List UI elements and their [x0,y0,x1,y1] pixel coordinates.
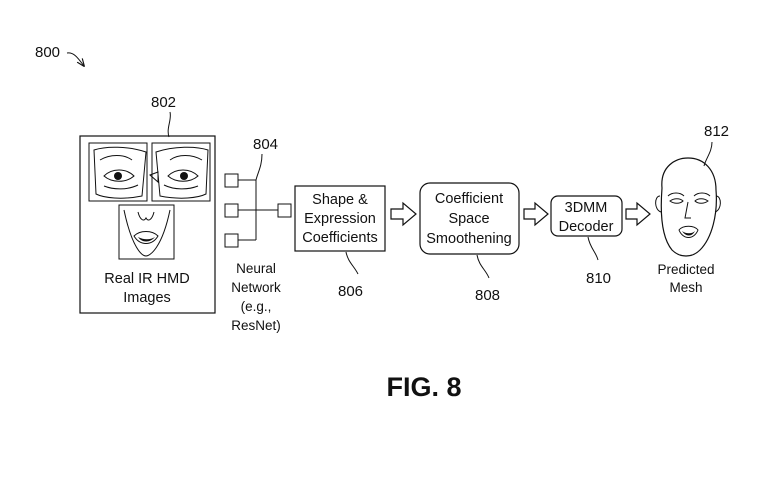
arrow-right-icon [625,201,651,227]
coefficients-box [294,185,386,252]
decoder-line1: 3DMM [565,200,608,216]
smoothing-line1: Coefficient [435,191,503,207]
images-ref-label: 802 [151,94,176,111]
figure-number-leader [66,52,84,66]
mesh-ref-leader [703,141,713,167]
decoder-box [550,195,623,237]
coefficients-line1: Shape & [312,192,368,208]
smoothing-line2: Space [448,211,489,227]
images-ref-leader [167,111,171,138]
network-input-node-2 [224,203,239,218]
mouth-image-icon [118,204,175,260]
network-output-node [277,203,292,218]
arrow-right-icon [390,201,417,227]
images-caption-line2: Images [123,290,171,306]
eye-left-image-icon [88,142,148,202]
coefficients-line3: Coefficients [302,230,378,246]
mesh-ref-label: 812 [704,123,729,140]
network-connectors [238,179,278,241]
network-input-node-1 [224,173,239,188]
network-label-line3: (e.g., [241,299,272,314]
network-input-node-3 [224,233,239,248]
decoder-line2: Decoder [559,219,614,235]
figure-number-label: 800 [35,44,60,61]
arrow-right-icon [523,201,549,227]
smoothing-line3: Smoothening [426,231,511,247]
network-label-line1: Neural [236,261,276,276]
images-block [79,135,216,314]
smoothing-box [419,182,520,255]
smoothing-ref-leader [476,254,490,279]
network-label-line4: ResNet) [231,318,281,333]
decoder-ref-leader [587,236,599,261]
mesh-label-line1: Predicted [657,262,714,277]
smoothing-ref-label: 808 [475,287,500,304]
face-mesh-icon [655,157,721,257]
decoder-ref-label: 810 [586,270,611,287]
coefficients-ref-label: 806 [338,283,363,300]
eye-right-image-icon [149,142,211,202]
network-label-line2: Network [231,280,281,295]
network-ref-leader [255,153,263,181]
figure-caption: FIG. 8 [386,372,461,402]
coefficients-ref-leader [345,251,359,275]
coefficients-line2: Expression [304,211,376,227]
mesh-label-line2: Mesh [669,280,702,295]
images-caption-line1: Real IR HMD [104,271,189,287]
network-ref-label: 804 [253,136,278,153]
